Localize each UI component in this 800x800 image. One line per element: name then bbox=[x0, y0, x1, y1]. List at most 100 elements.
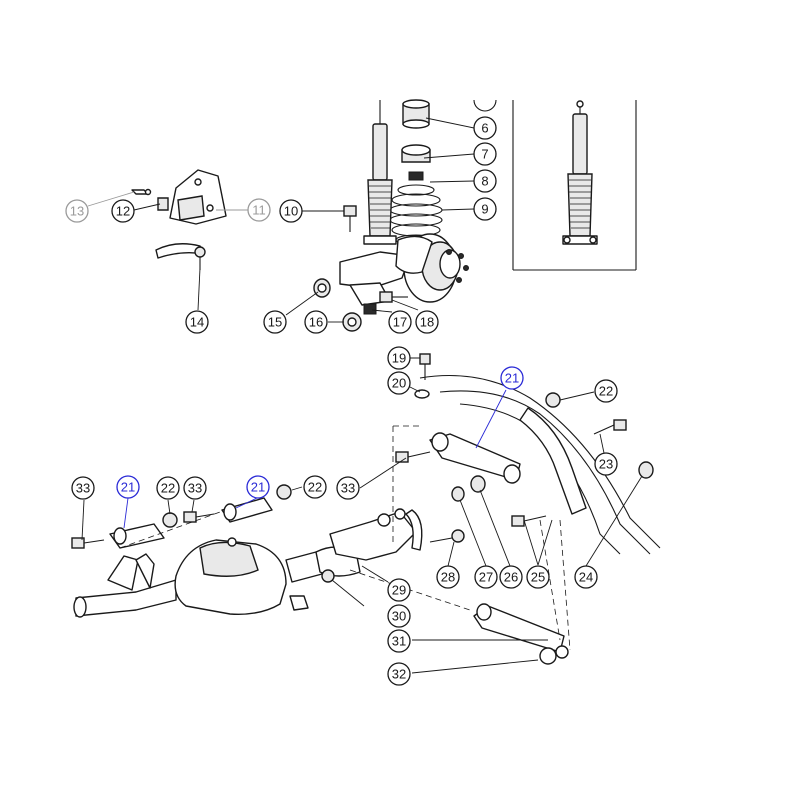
callout-31[interactable]: 31 bbox=[387, 629, 411, 653]
bushing-22-a bbox=[162, 512, 178, 528]
strut-bearing bbox=[401, 144, 431, 163]
callout-21-left[interactable]: 21 bbox=[116, 475, 140, 499]
callout-21-upper-arm[interactable]: 21 bbox=[500, 366, 524, 390]
spindle-bracket bbox=[329, 508, 423, 561]
clip-12 bbox=[157, 197, 169, 211]
strut-nut bbox=[408, 171, 424, 181]
svg-text:19: 19 bbox=[392, 351, 406, 366]
callout-20[interactable]: 20 bbox=[387, 371, 411, 395]
callout-26[interactable]: 26 bbox=[499, 565, 523, 589]
svg-text:25: 25 bbox=[531, 570, 545, 585]
svg-text:24: 24 bbox=[579, 570, 593, 585]
callout-15[interactable]: 15 bbox=[263, 310, 287, 334]
svg-text:11: 11 bbox=[252, 203, 266, 218]
callout-21-mid[interactable]: 21 bbox=[246, 475, 270, 499]
callout-32[interactable]: 32 bbox=[387, 662, 411, 686]
rear-upper-arm-right bbox=[221, 497, 273, 523]
callout-33-mid[interactable]: 33 bbox=[183, 476, 207, 500]
inset-frame bbox=[512, 100, 637, 271]
svg-text:17: 17 bbox=[393, 315, 407, 330]
svg-text:15: 15 bbox=[268, 315, 282, 330]
svg-text:33: 33 bbox=[188, 481, 202, 496]
bushing-27 bbox=[451, 486, 465, 502]
callout-11[interactable]: 11 bbox=[247, 198, 271, 222]
rear-axle-housing bbox=[73, 553, 177, 618]
svg-text:20: 20 bbox=[392, 376, 406, 391]
bushing-15 bbox=[313, 278, 331, 298]
svg-text:33: 33 bbox=[341, 481, 355, 496]
strut-top-mount bbox=[402, 99, 430, 129]
svg-text:6: 6 bbox=[481, 121, 488, 136]
nut-17 bbox=[363, 303, 377, 315]
bolt-33-b bbox=[183, 511, 215, 523]
upper-control-arm-21 bbox=[429, 432, 521, 484]
bolt-19 bbox=[419, 353, 431, 380]
svg-text:27: 27 bbox=[479, 570, 493, 585]
callout-22-mid[interactable]: 22 bbox=[303, 475, 327, 499]
bolt-33-a bbox=[71, 537, 105, 549]
front-shock-absorber bbox=[363, 100, 397, 245]
svg-text:13: 13 bbox=[70, 204, 84, 219]
callout-22-upper[interactable]: 22 bbox=[594, 379, 618, 403]
callout-10[interactable]: 10 bbox=[279, 199, 303, 223]
callout-9[interactable]: 9 bbox=[473, 197, 497, 221]
bushing-22-c bbox=[545, 392, 561, 408]
inset-shock-absorber bbox=[562, 100, 598, 245]
svg-text:32: 32 bbox=[392, 667, 406, 682]
callout-18[interactable]: 18 bbox=[415, 310, 439, 334]
washer-20 bbox=[414, 389, 430, 399]
svg-text:26: 26 bbox=[504, 570, 518, 585]
callout-23[interactable]: 23 bbox=[594, 452, 618, 476]
svg-text:31: 31 bbox=[392, 634, 406, 649]
callout-29[interactable]: 29 bbox=[387, 578, 411, 602]
svg-text:14: 14 bbox=[190, 315, 204, 330]
svg-text:10: 10 bbox=[284, 204, 298, 219]
rear-upper-arm-left bbox=[109, 523, 165, 549]
callout-14[interactable]: 14 bbox=[185, 310, 209, 334]
svg-text:22: 22 bbox=[161, 481, 175, 496]
bolt-33-c bbox=[395, 451, 431, 463]
callout-12[interactable]: 12 bbox=[111, 199, 135, 223]
svg-text:18: 18 bbox=[420, 315, 434, 330]
differential-housing bbox=[174, 537, 323, 615]
callout-30[interactable]: 30 bbox=[387, 604, 411, 628]
nut-30 bbox=[321, 569, 335, 583]
svg-text:21: 21 bbox=[251, 480, 265, 495]
sway-bar-bracket bbox=[169, 169, 227, 225]
callout-7[interactable]: 7 bbox=[473, 142, 497, 166]
lower-trailing-arm bbox=[473, 603, 569, 665]
callout-33-center[interactable]: 33 bbox=[336, 476, 360, 500]
svg-text:29: 29 bbox=[392, 583, 406, 598]
callout-6[interactable]: 6 bbox=[473, 116, 497, 140]
svg-text:7: 7 bbox=[481, 147, 488, 162]
callout-19[interactable]: 19 bbox=[387, 346, 411, 370]
callout-cropped-top bbox=[473, 99, 497, 112]
svg-text:30: 30 bbox=[392, 609, 406, 624]
callout-25[interactable]: 25 bbox=[526, 565, 550, 589]
svg-text:9: 9 bbox=[481, 202, 488, 217]
svg-text:21: 21 bbox=[505, 371, 519, 386]
callouts: 6 7 8 9 10 11 12 13 14 15 16 17 18 19 20… bbox=[65, 116, 618, 686]
bolt-23 bbox=[593, 419, 627, 435]
callout-24[interactable]: 24 bbox=[574, 565, 598, 589]
callout-27[interactable]: 27 bbox=[474, 565, 498, 589]
bushing-16 bbox=[342, 312, 362, 332]
svg-text:22: 22 bbox=[599, 384, 613, 399]
callout-8[interactable]: 8 bbox=[473, 169, 497, 193]
bolt-18 bbox=[379, 291, 408, 303]
callout-22-left[interactable]: 22 bbox=[156, 476, 180, 500]
svg-text:23: 23 bbox=[599, 457, 613, 472]
callout-17[interactable]: 17 bbox=[388, 310, 412, 334]
bolt-10 bbox=[343, 205, 357, 232]
svg-text:28: 28 bbox=[441, 570, 455, 585]
svg-text:16: 16 bbox=[309, 315, 323, 330]
svg-text:22: 22 bbox=[308, 480, 322, 495]
callout-13[interactable]: 13 bbox=[65, 199, 89, 223]
bushing-22-b bbox=[276, 484, 292, 500]
callout-28[interactable]: 28 bbox=[436, 565, 460, 589]
svg-text:8: 8 bbox=[481, 174, 488, 189]
callout-16[interactable]: 16 bbox=[304, 310, 328, 334]
callout-33-left[interactable]: 33 bbox=[71, 476, 95, 500]
frame-rail bbox=[419, 374, 661, 555]
